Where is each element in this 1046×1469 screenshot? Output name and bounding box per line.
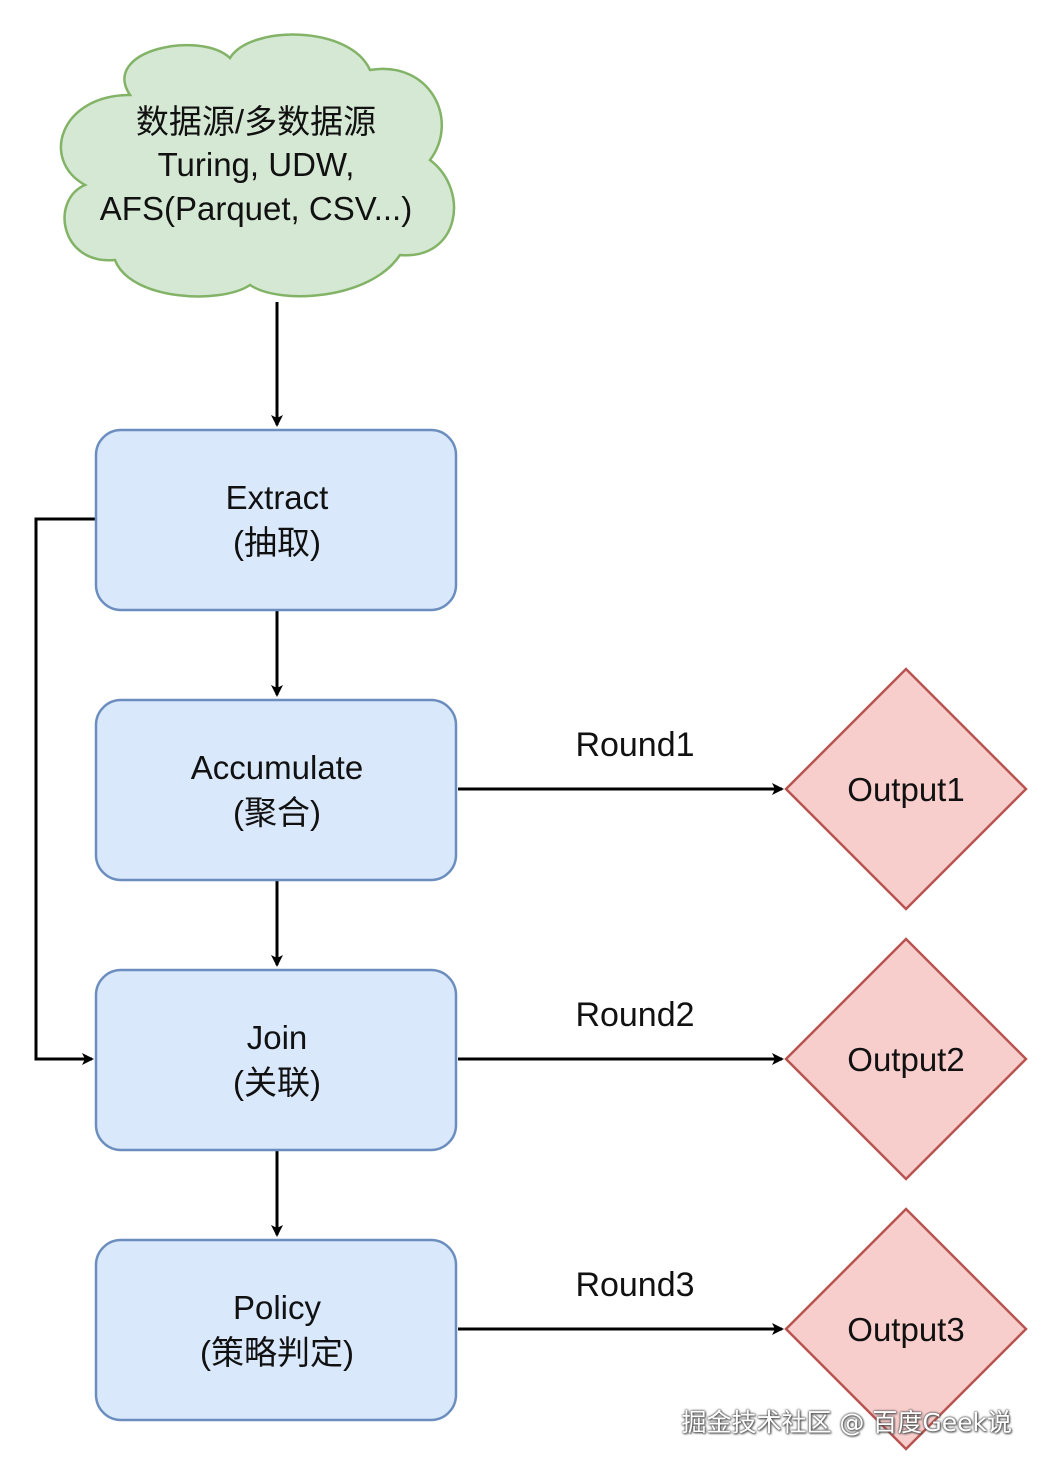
step-join-title: Join	[247, 1019, 308, 1056]
step-extract: Extract (抽取)	[94, 428, 458, 612]
step-extract-title: Extract	[226, 479, 329, 516]
output2-label: Output2	[847, 1041, 964, 1078]
source-line-3: AFS(Parquet, CSV...)	[100, 190, 412, 227]
step-accumulate-subtitle: (聚合)	[233, 794, 321, 831]
round3-label: Round3	[575, 1266, 694, 1304]
output1-diamond: Output1	[784, 667, 1028, 911]
step-accumulate-title: Accumulate	[191, 749, 363, 786]
watermark-text: 掘金技术社区 @ 百度Geek说	[681, 1408, 1012, 1437]
step-policy-title: Policy	[233, 1289, 322, 1326]
round1-label: Round1	[575, 726, 694, 764]
output3-diamond: Output3	[784, 1207, 1028, 1451]
step-policy-subtitle: (策略判定)	[200, 1334, 354, 1371]
step-policy: Policy (策略判定)	[94, 1238, 458, 1422]
step-join: Join (关联)	[94, 968, 458, 1152]
cloud-shape	[59, 33, 456, 298]
data-source-cloud: 数据源/多数据源 Turing, UDW, AFS(Parquet, CSV..…	[59, 33, 456, 298]
step-accumulate: Accumulate (聚合)	[94, 698, 458, 882]
output3-label: Output3	[847, 1311, 964, 1348]
output1-label: Output1	[847, 771, 964, 808]
source-line-1: 数据源/多数据源	[136, 103, 376, 140]
edge-extract-to-join-bypass	[34, 517, 96, 1065]
output2-diamond: Output2	[784, 937, 1028, 1181]
step-extract-subtitle: (抽取)	[233, 524, 321, 561]
source-line-2: Turing, UDW,	[158, 146, 355, 183]
round2-label: Round2	[575, 996, 694, 1034]
step-join-subtitle: (关联)	[233, 1064, 321, 1101]
